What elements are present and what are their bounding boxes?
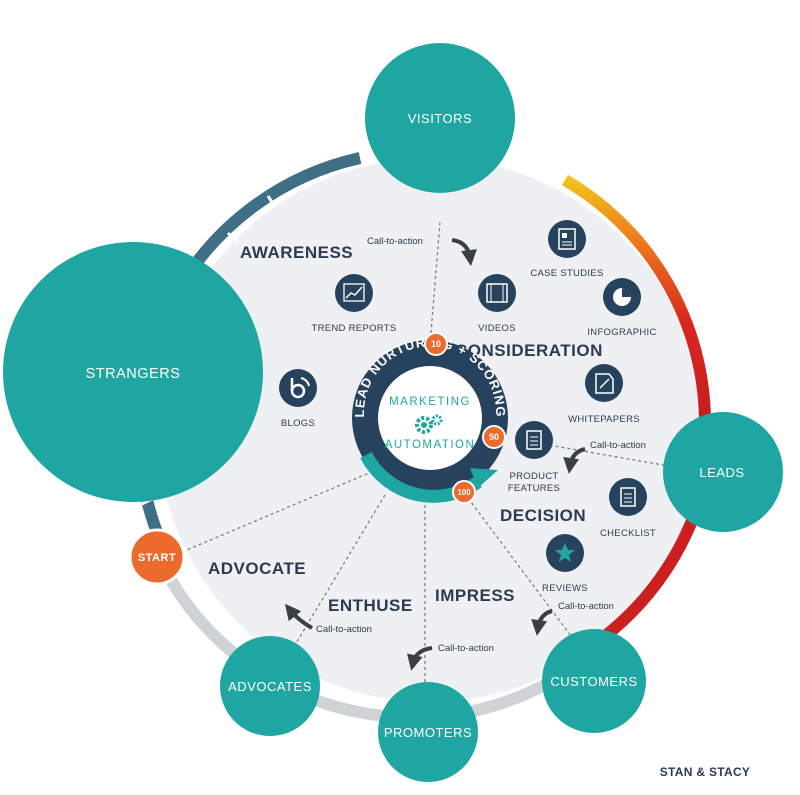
stage-enthuse: ENTHUSE (328, 596, 413, 615)
reviews-icon (546, 534, 584, 572)
score-badge-10: 10 (424, 332, 448, 356)
visitors-label: VISITORS (408, 111, 472, 126)
cta-promoters-label: Call-to-action (438, 643, 494, 654)
brand-logo: STAN & STACY (660, 765, 751, 779)
videos-label: VIDEOS (478, 323, 516, 334)
line-to-visitors (429, 221, 441, 346)
cta-arrow-top (451, 238, 477, 266)
product-features-icon (515, 421, 553, 459)
automation-hub: LEAD NURTURING + SCORING MARKETING AUTOM… (352, 335, 508, 503)
line-to-customers (467, 497, 581, 649)
ring-segment-leads (561, 174, 711, 421)
hub-line2: AUTOMATION (385, 439, 476, 451)
whitepapers-label: WHITEPAPERS (568, 414, 640, 425)
ring-divider (226, 231, 240, 245)
svg-text:10: 10 (431, 339, 441, 349)
start-marker (128, 528, 186, 586)
svg-text:50: 50 (489, 432, 499, 442)
cta-top-label: Call-to-action (367, 236, 423, 247)
whitepapers-icon (585, 364, 623, 402)
cta-arrow-customers (531, 609, 553, 636)
stage-advocate: ADVOCATE (208, 559, 306, 578)
infographic-label: INFOGRAPHIC (587, 327, 656, 338)
customers-node (542, 629, 646, 733)
stage-impress: IMPRESS (435, 586, 515, 605)
gears-icon (415, 414, 443, 434)
trend-reports-label: TREND REPORTS (311, 323, 396, 334)
trend-reports-icon (335, 274, 373, 312)
strangers-label: STRANGERS (86, 366, 181, 382)
promoters-label: PROMOTERS (384, 725, 472, 740)
cta-arrow-leads (563, 447, 586, 474)
infographic-icon (603, 278, 641, 316)
videos-icon (478, 274, 516, 312)
svg-text:100: 100 (457, 488, 471, 497)
case-studies-icon (548, 220, 586, 258)
score-badge-100: 100 (452, 480, 476, 504)
stage-consideration: CONSIDERATION (455, 341, 603, 360)
cta-advocates-label: Call-to-action (316, 624, 372, 635)
ring-segment-advocacy (154, 557, 594, 724)
leads-label: LEADS (699, 465, 744, 480)
blogs-label: BLOGS (281, 418, 315, 429)
blogs-icon (279, 369, 317, 407)
leads-node (663, 412, 783, 532)
cta-customers-label: Call-to-action (558, 601, 614, 612)
start-label: START (138, 552, 176, 564)
ring-divider (266, 195, 277, 208)
score-badge-50: 50 (482, 425, 506, 449)
customers-label: CUSTOMERS (550, 674, 637, 689)
reviews-label: REVIEWS (542, 583, 588, 594)
visitors-node (365, 43, 515, 193)
line-to-start (174, 461, 396, 556)
cta-arrow-promoters (407, 646, 433, 671)
stage-decision: DECISION (500, 506, 586, 525)
product-features-label-1: PRODUCT (509, 471, 558, 482)
advocates-node (220, 636, 320, 736)
promoters-node (378, 682, 478, 782)
checklist-label: CHECKLIST (600, 528, 656, 539)
strangers-node (3, 242, 263, 502)
advocates-label: ADVOCATES (228, 679, 312, 694)
cta-arrow-advocates (285, 603, 313, 630)
checklist-icon (609, 478, 647, 516)
case-studies-label: CASE STUDIES (530, 268, 603, 279)
hub-line1: MARKETING (389, 396, 471, 408)
stage-awareness: AWARENESS (240, 243, 353, 262)
cta-leads-label: Call-to-action (590, 440, 646, 451)
product-features-label-2: FEATURES (508, 483, 560, 494)
